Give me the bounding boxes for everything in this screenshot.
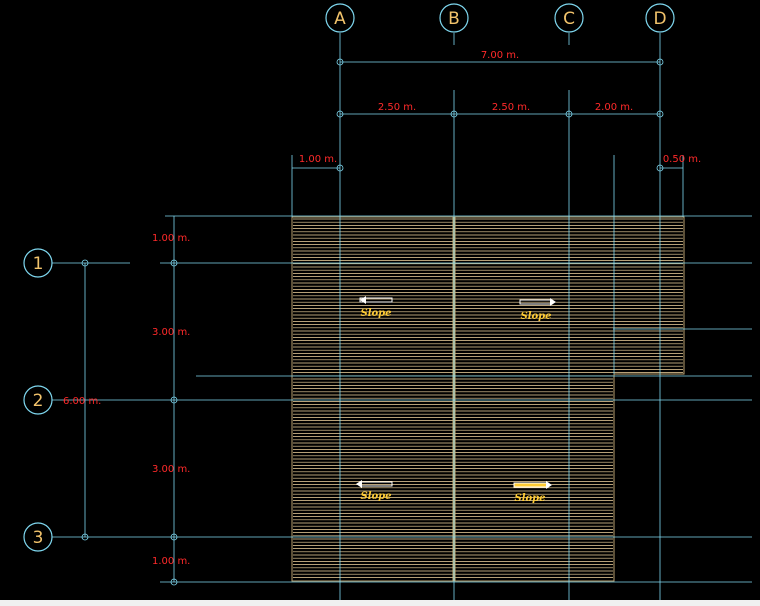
column-bubbles bbox=[325, 3, 675, 33]
dim-overhang-top: 1.00 m. bbox=[152, 233, 190, 244]
dim-bay-bc: 2.50 m. bbox=[492, 102, 530, 113]
horizontal-dimensions bbox=[292, 58, 683, 172]
slope-label-2: Slope bbox=[520, 311, 551, 322]
grid-bubble-b bbox=[439, 3, 469, 33]
grid-lines bbox=[52, 33, 752, 600]
grid-bubble-a bbox=[325, 3, 355, 33]
grid-label-b: B bbox=[448, 9, 460, 29]
dim-total-height: 6.00 m. bbox=[63, 396, 101, 407]
row-bubbles bbox=[23, 248, 53, 552]
slope-label-1: Slope bbox=[360, 308, 391, 319]
slope-label-3: Slope bbox=[360, 491, 391, 502]
slope-arrow-3: Slope bbox=[356, 480, 393, 502]
roof-hatching bbox=[293, 218, 683, 578]
dim-overhang-bottom: 1.00 m. bbox=[152, 556, 190, 567]
dim-overhang-right: 0.50 m. bbox=[663, 154, 701, 165]
grid-bubble-2 bbox=[23, 385, 53, 415]
slope-label-4: Slope bbox=[514, 493, 545, 504]
grid-label-2: 2 bbox=[33, 391, 44, 411]
grid-label-c: C bbox=[563, 9, 575, 29]
slope-arrow-4: Slope bbox=[513, 481, 552, 504]
dim-span-12: 3.00 m. bbox=[152, 327, 190, 338]
dim-bay-cd: 2.00 m. bbox=[595, 102, 633, 113]
dim-span-23: 3.00 m. bbox=[152, 464, 190, 475]
grid-bubble-c bbox=[554, 3, 584, 33]
grid-label-3: 3 bbox=[33, 528, 44, 548]
grid-label-a: A bbox=[334, 9, 346, 29]
grid-bubble-d bbox=[645, 3, 675, 33]
grid-label-1: 1 bbox=[33, 254, 44, 274]
grid-bubble-3 bbox=[23, 522, 53, 552]
vertical-dimensions bbox=[81, 216, 178, 586]
grid-label-d: D bbox=[653, 9, 666, 29]
dim-total-width: 7.00 m. bbox=[481, 50, 519, 61]
dim-overhang-left: 1.00 m. bbox=[299, 154, 337, 165]
slope-arrow-1: Slope bbox=[359, 296, 393, 319]
grid-bubble-1 bbox=[23, 248, 53, 278]
status-bar bbox=[0, 600, 760, 606]
slope-arrow-2: Slope bbox=[519, 298, 556, 322]
dim-bay-ab: 2.50 m. bbox=[378, 102, 416, 113]
